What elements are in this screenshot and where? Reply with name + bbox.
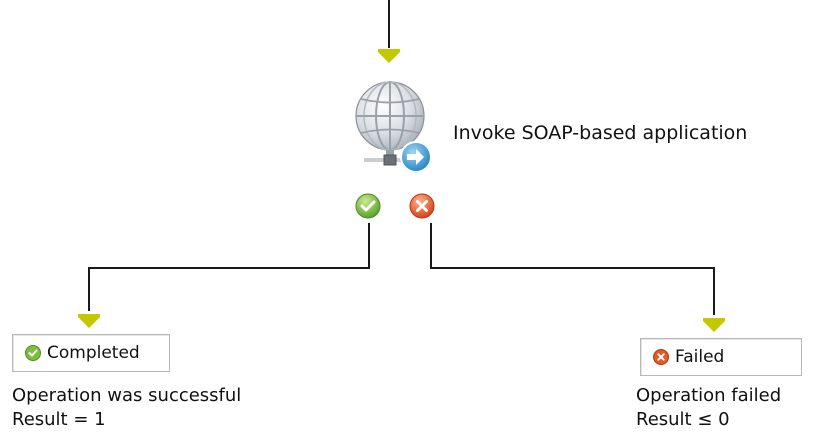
- incoming-arrow-icon: [378, 49, 400, 63]
- success-check-icon: [355, 193, 381, 219]
- web-service-globe-icon: [355, 81, 432, 173]
- failed-description: Operation failed Result ≤ 0: [636, 384, 781, 432]
- failure-connector-line: [713, 267, 715, 315]
- completed-check-icon: [25, 345, 41, 361]
- incoming-connector-line: [388, 0, 390, 48]
- completed-description-text: Operation was successful: [12, 385, 242, 406]
- failure-x-icon: [409, 193, 435, 219]
- failed-x-icon: [653, 349, 669, 365]
- failure-arrow-icon: [703, 318, 725, 332]
- success-connector-line: [368, 223, 370, 269]
- failed-state-box[interactable]: Failed: [640, 338, 802, 376]
- failure-handle[interactable]: [409, 193, 435, 219]
- failed-state-label: Failed: [675, 347, 725, 367]
- success-arrow-icon: [78, 314, 100, 328]
- failed-description-text: Operation failed: [636, 385, 782, 406]
- activity-node[interactable]: [348, 66, 434, 176]
- failed-result-text: Result ≤ 0: [636, 409, 730, 430]
- activity-label: Invoke SOAP-based application: [453, 122, 748, 144]
- completed-result-text: Result = 1: [12, 409, 106, 430]
- success-handle[interactable]: [355, 193, 381, 219]
- completed-state-label: Completed: [47, 343, 140, 363]
- failure-connector-line: [430, 267, 715, 269]
- success-connector-line: [88, 267, 370, 269]
- completed-description: Operation was successful Result = 1: [12, 384, 241, 432]
- failure-connector-line: [430, 223, 432, 269]
- success-connector-line: [88, 267, 90, 311]
- completed-state-box[interactable]: Completed: [12, 334, 170, 372]
